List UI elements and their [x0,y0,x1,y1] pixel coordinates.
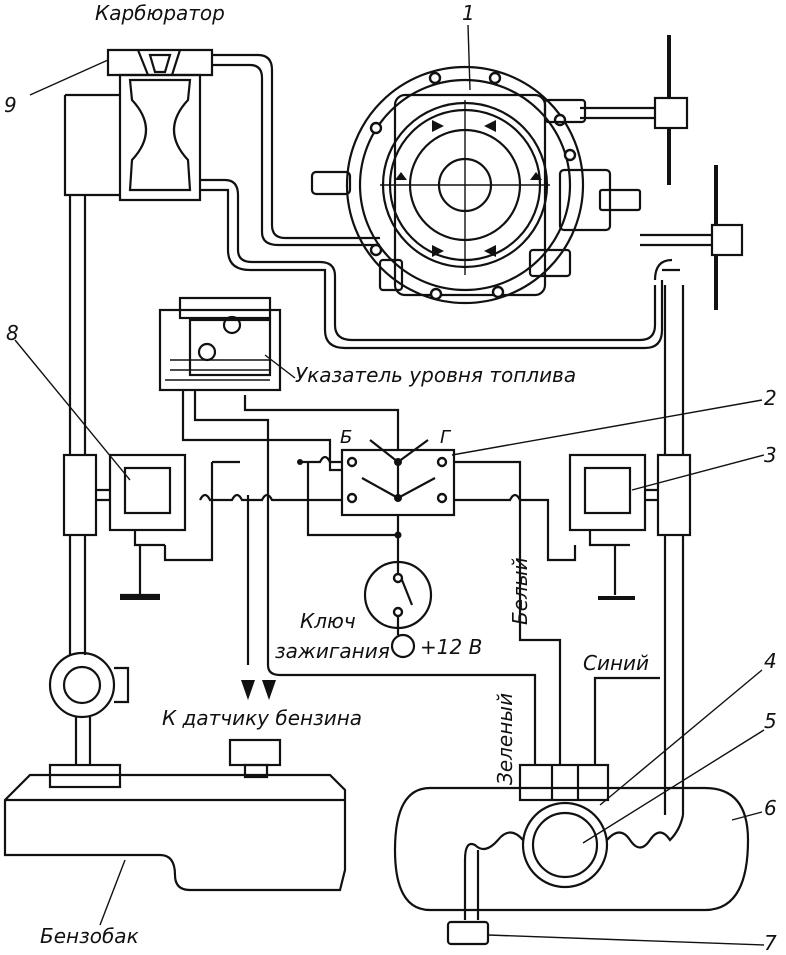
solenoid-valve-gas [568,453,658,600]
label-carburetor: Карбюратор [95,1,225,25]
main-gas-pipe [663,285,685,815]
label-ignition-key-1: Ключ [300,609,356,633]
callout-7: 7 [764,931,777,955]
callout-3: 3 [764,443,777,467]
callout-leader-2 [451,399,763,456]
label-switch-b: Б [340,427,352,448]
solenoid-valve-petrol [62,453,187,600]
callout-6: 6 [764,796,777,820]
label-wire-green: Зеленый [493,693,517,785]
ignition-switch [363,560,433,659]
callout-leader-3 [631,454,765,491]
label-to-fuel-sensor: К датчику бензина [162,706,362,730]
callout-leader-9 [29,59,109,96]
fuel-level-indicator [158,296,282,392]
label-wire-blue: Синий [583,651,649,675]
label-switch-g: Г [440,427,452,448]
carburetor [63,48,214,202]
wiring [163,390,660,765]
gas-hoses [200,53,680,350]
gas-cylinder [393,763,750,946]
callout-leaders-gas [487,669,765,946]
solenoid-valve-right-body [656,453,692,537]
callout-8: 8 [6,321,19,345]
callout-9: 9 [4,93,17,117]
label-fuel-gauge: Указатель уровня топлива [295,363,576,387]
callout-leader-fuel-gauge [264,354,296,379]
callout-leader-1 [467,24,471,91]
callout-leader-petrol-tank [99,859,126,926]
gas-reducer [310,65,642,305]
label-petrol-tank: Бензобак [40,924,139,948]
label-wire-white: Белый [508,557,532,625]
callout-leader-8 [14,339,131,481]
petrol-pipe [68,195,87,655]
label-voltage: +12 В [420,635,482,659]
shutoff-valves [580,35,744,310]
changeover-switch [340,439,456,517]
callout-1: 1 [462,1,475,25]
label-ignition-key-2: зажигания [275,639,390,663]
callout-5: 5 [764,709,777,733]
petrol-tank [3,738,347,892]
fuel-filter [48,651,130,765]
callout-4: 4 [764,649,777,673]
callout-2: 2 [764,386,777,410]
